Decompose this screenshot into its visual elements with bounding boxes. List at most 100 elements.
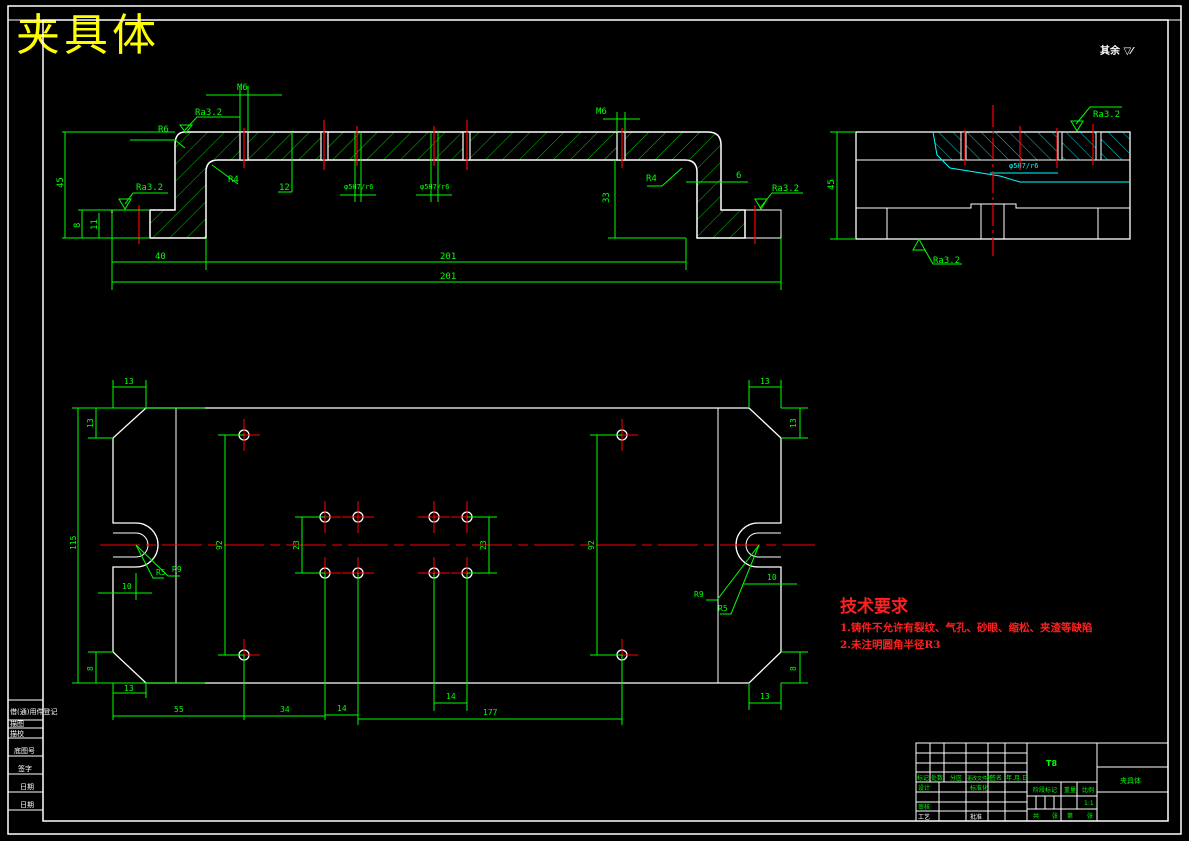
ra-label: Ra3.2 <box>772 184 799 194</box>
dim-12: 12 <box>279 183 290 193</box>
dim-r4: R4 <box>228 175 239 185</box>
roughness-symbol-icon <box>179 124 193 134</box>
dim-r4b: R4 <box>646 174 657 184</box>
dim-13: 13 <box>789 418 798 428</box>
leader-r9 <box>706 544 760 601</box>
dim-45: 45 <box>827 179 837 190</box>
tb-sheet: 张 <box>1087 812 1093 820</box>
tb-standardization: 标准化 <box>970 784 988 792</box>
roughness-symbol-icon: ▽⁄ <box>1123 46 1133 57</box>
ra-leader <box>1075 106 1122 125</box>
dim-8: 8 <box>73 223 83 228</box>
ra-label: Ra3.2 <box>933 256 960 266</box>
roughness-symbol-icon <box>912 237 926 251</box>
hole <box>1057 131 1063 161</box>
strip-cell: 描校 <box>10 729 24 738</box>
roughness-symbol-icon <box>754 198 768 210</box>
dim-23: 23 <box>479 540 488 550</box>
tb-scale: 比例 <box>1082 786 1094 794</box>
ra-label: Ra3.2 <box>195 108 222 118</box>
tech-heading: 技术要求 <box>840 597 908 617</box>
leader-r6 <box>130 139 186 149</box>
tb-sheet: 共 <box>1033 812 1039 820</box>
tech-line: 1.铸件不允许有裂纹、气孔、砂眼、缩松、夹渣等缺陷 <box>840 622 1093 634</box>
roughness-note-text: 其余 <box>1100 46 1120 57</box>
strip-cell: 签字 <box>18 764 32 773</box>
tb-stage: 阶段标记 <box>1033 786 1057 794</box>
dim-23: 23 <box>292 540 301 550</box>
leader-r4 <box>211 164 239 185</box>
dim-10: 10 <box>767 573 777 582</box>
dim-10: 10 <box>122 582 132 591</box>
dim-fit: φ5H7/r6 <box>1009 162 1039 170</box>
tb-header: 更改文件号 <box>967 775 992 782</box>
tb-sheet: 张 <box>1052 812 1058 820</box>
dim-34: 34 <box>280 705 290 714</box>
dim-r5: R5 <box>718 604 728 613</box>
break-line <box>932 131 1130 183</box>
dim-115: 115 <box>69 535 78 550</box>
dim-8: 8 <box>86 666 95 671</box>
tb-row-label: 工艺 <box>918 813 930 821</box>
ra-leader <box>759 192 803 209</box>
leader-r9 <box>135 544 180 577</box>
dim-201b: 201 <box>440 272 456 282</box>
dim-fit: φ5H7/r6 <box>420 183 450 191</box>
dim-92: 92 <box>587 540 596 550</box>
left-foot <box>111 209 151 239</box>
tb-header: 年.月.日 <box>1006 774 1028 782</box>
dim-r5: R5 <box>156 568 166 577</box>
dim-13: 13 <box>760 377 770 386</box>
dim-r9: R9 <box>172 565 182 574</box>
dim-fit: φ5H7/r6 <box>344 183 374 191</box>
side-strip-text: 借(通)用件登记 描图 描校 底图号 签字 日期 日期 <box>10 707 57 809</box>
tb-header: 标记 <box>917 774 929 782</box>
dim-m6b: M6 <box>596 107 607 117</box>
dim-8: 8 <box>789 666 798 671</box>
side-view: φ5H7/r6 Ra3.2 Ra3.2 45 <box>827 105 1131 266</box>
hole <box>616 131 626 161</box>
dim-13: 13 <box>124 684 134 693</box>
dim-55: 55 <box>174 705 184 714</box>
dim-13: 13 <box>124 377 134 386</box>
roughness-symbol-icon <box>1070 120 1084 132</box>
dim-13: 13 <box>86 418 95 428</box>
strip-cell: 底图号 <box>14 746 35 755</box>
dim-13: 13 <box>760 692 770 701</box>
tb-row-label: 设计 <box>918 784 930 792</box>
tb-weight: 重量 <box>1064 786 1076 794</box>
side-section-hatch <box>933 132 1130 160</box>
tb-header: 处数 <box>931 774 943 782</box>
material: T8 <box>1046 759 1057 768</box>
ra-leader <box>184 116 240 131</box>
side-strip <box>8 699 43 811</box>
tech-line: 2.未注明圆角半径R3 <box>840 639 941 651</box>
ra-label: Ra3.2 <box>1093 110 1120 120</box>
leader-r5 <box>135 544 164 579</box>
dim-92: 92 <box>215 540 224 550</box>
dim-14: 14 <box>337 704 347 713</box>
ra-leader <box>924 249 962 265</box>
roughness-symbol-icon <box>118 198 132 210</box>
title-block <box>915 742 1169 822</box>
tb-header: 分区 <box>950 774 962 782</box>
ra-label: Ra3.2 <box>136 183 163 193</box>
dim-11: 11 <box>90 219 100 230</box>
leader-r5 <box>720 544 760 615</box>
strip-cell: 日期 <box>20 783 34 791</box>
title-block-text: T8 夹具体 标记 处数 分区 更改文件号 签名 年.月.日 设计 标准化 审核… <box>917 759 1141 821</box>
strip-cell: 借(通)用件登记 <box>10 707 57 716</box>
tb-scale-value: 1:1 <box>1084 800 1094 807</box>
dim-r9: R9 <box>694 590 704 599</box>
tb-row-label: 审核 <box>918 803 930 811</box>
dim-6: 6 <box>736 171 741 181</box>
top-view: 13 13 115 92 23 23 92 10 R5 R9 8 13 13 1… <box>69 377 815 725</box>
dim-201a: 201 <box>440 252 456 262</box>
dim-14: 14 <box>446 692 456 701</box>
drawing-title: 夹具体 <box>16 10 160 61</box>
dim-40: 40 <box>155 252 166 262</box>
hole <box>1095 131 1102 161</box>
part-name: 夹具体 <box>1120 776 1141 785</box>
dim-r6: R6 <box>158 125 169 135</box>
front-view: Ra3.2 Ra3.2 Ra3.2 R6 R4 R4 12 45 8 11 40… <box>56 83 803 290</box>
